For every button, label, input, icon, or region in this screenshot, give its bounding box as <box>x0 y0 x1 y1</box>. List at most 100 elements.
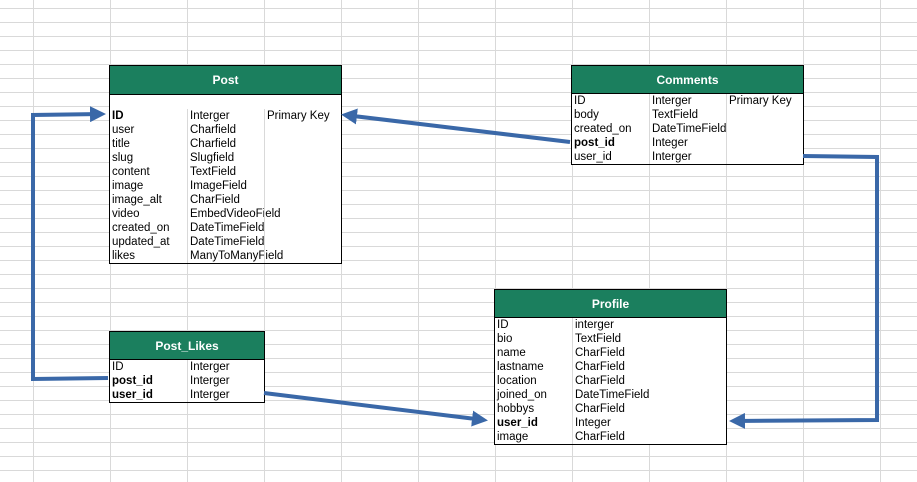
field-note <box>264 193 341 207</box>
field-name: created_on <box>112 222 170 234</box>
field-type: DateTimeField <box>572 388 649 402</box>
field-name: hobbys <box>497 403 535 415</box>
arrow-comments-to-post <box>341 108 571 144</box>
field-note <box>264 165 341 179</box>
field-name: ID <box>112 361 124 373</box>
field-name: content <box>112 166 150 178</box>
field-name: ID <box>112 110 124 122</box>
table-row: image ImageField <box>110 179 341 193</box>
field-name: video <box>112 208 140 220</box>
arrow-post-likes-to-post <box>31 106 109 382</box>
field-type: CharField <box>572 346 649 360</box>
field-type: Interger <box>649 94 726 108</box>
table-row: name CharField <box>495 346 726 360</box>
field-type: Charfield <box>187 137 264 151</box>
field-type: CharField <box>187 193 264 207</box>
field-name: created_on <box>574 123 632 135</box>
field-name: lastname <box>497 361 544 373</box>
field-type: DateTimeField <box>187 221 264 235</box>
field-type: CharField <box>572 374 649 388</box>
table-row: image_alt CharField <box>110 193 341 207</box>
field-type: DateTimeField <box>649 122 726 136</box>
field-note <box>264 249 341 263</box>
arrow-post-likes-to-profile <box>263 391 488 427</box>
field-type: Integer <box>572 416 649 430</box>
field-note <box>264 137 341 151</box>
field-note: Primary Key <box>264 109 341 123</box>
field-note <box>726 122 803 136</box>
field-type: Integer <box>649 136 726 150</box>
field-type: Interger <box>187 109 264 123</box>
table-row: bio TextField <box>495 332 726 346</box>
field-name: user_id <box>112 389 153 401</box>
field-name: joined_on <box>497 389 547 401</box>
field-type: EmbedVideoField <box>187 207 281 221</box>
arrow-comments-to-profile <box>729 154 879 429</box>
field-type: Interger <box>187 388 264 402</box>
field-type: Interger <box>187 360 264 374</box>
field-name: post_id <box>112 375 153 387</box>
field-note <box>264 179 341 193</box>
field-name: bio <box>497 333 513 345</box>
table-row: location CharField <box>495 374 726 388</box>
field-name: image <box>112 180 144 192</box>
table-row: ID Interger <box>110 360 264 374</box>
field-note: Primary Key <box>726 94 803 108</box>
field-name: ID <box>497 319 509 331</box>
field-type: CharField <box>572 430 649 444</box>
field-type: Interger <box>187 374 264 388</box>
table-row: user_id Interger <box>110 388 264 402</box>
table-row: joined_on DateTimeField <box>495 388 726 402</box>
table-row: hobbys CharField <box>495 402 726 416</box>
field-name: name <box>497 347 526 359</box>
field-name: body <box>574 109 599 121</box>
post-table-title: Post <box>110 66 341 95</box>
field-type: CharField <box>572 402 649 416</box>
table-row: user Charfield <box>110 123 341 137</box>
field-note <box>264 207 341 221</box>
field-note <box>726 150 803 164</box>
field-type: TextField <box>572 332 649 346</box>
field-note <box>726 108 803 122</box>
table-row: body TextField <box>572 108 803 122</box>
comments-table-title: Comments <box>572 66 803 94</box>
field-name: user <box>112 124 135 136</box>
field-type: TextField <box>649 108 726 122</box>
table-row: content TextField <box>110 165 341 179</box>
field-name: ID <box>574 95 586 107</box>
table-row: image CharField <box>495 430 726 444</box>
field-note <box>264 235 341 249</box>
table-row: created_on DateTimeField <box>572 122 803 136</box>
field-type: Charfield <box>187 123 264 137</box>
field-note <box>264 221 341 235</box>
post-likes-table-title: Post_Likes <box>110 332 264 360</box>
field-type: ImageField <box>187 179 264 193</box>
field-name: image <box>497 431 529 443</box>
field-type: TextField <box>187 165 264 179</box>
field-note <box>264 151 341 165</box>
field-name: title <box>112 138 130 150</box>
field-name: location <box>497 375 537 387</box>
field-name: image_alt <box>112 194 162 206</box>
profile-table-title: Profile <box>495 290 726 318</box>
field-note <box>726 136 803 150</box>
field-type: Slugfield <box>187 151 264 165</box>
